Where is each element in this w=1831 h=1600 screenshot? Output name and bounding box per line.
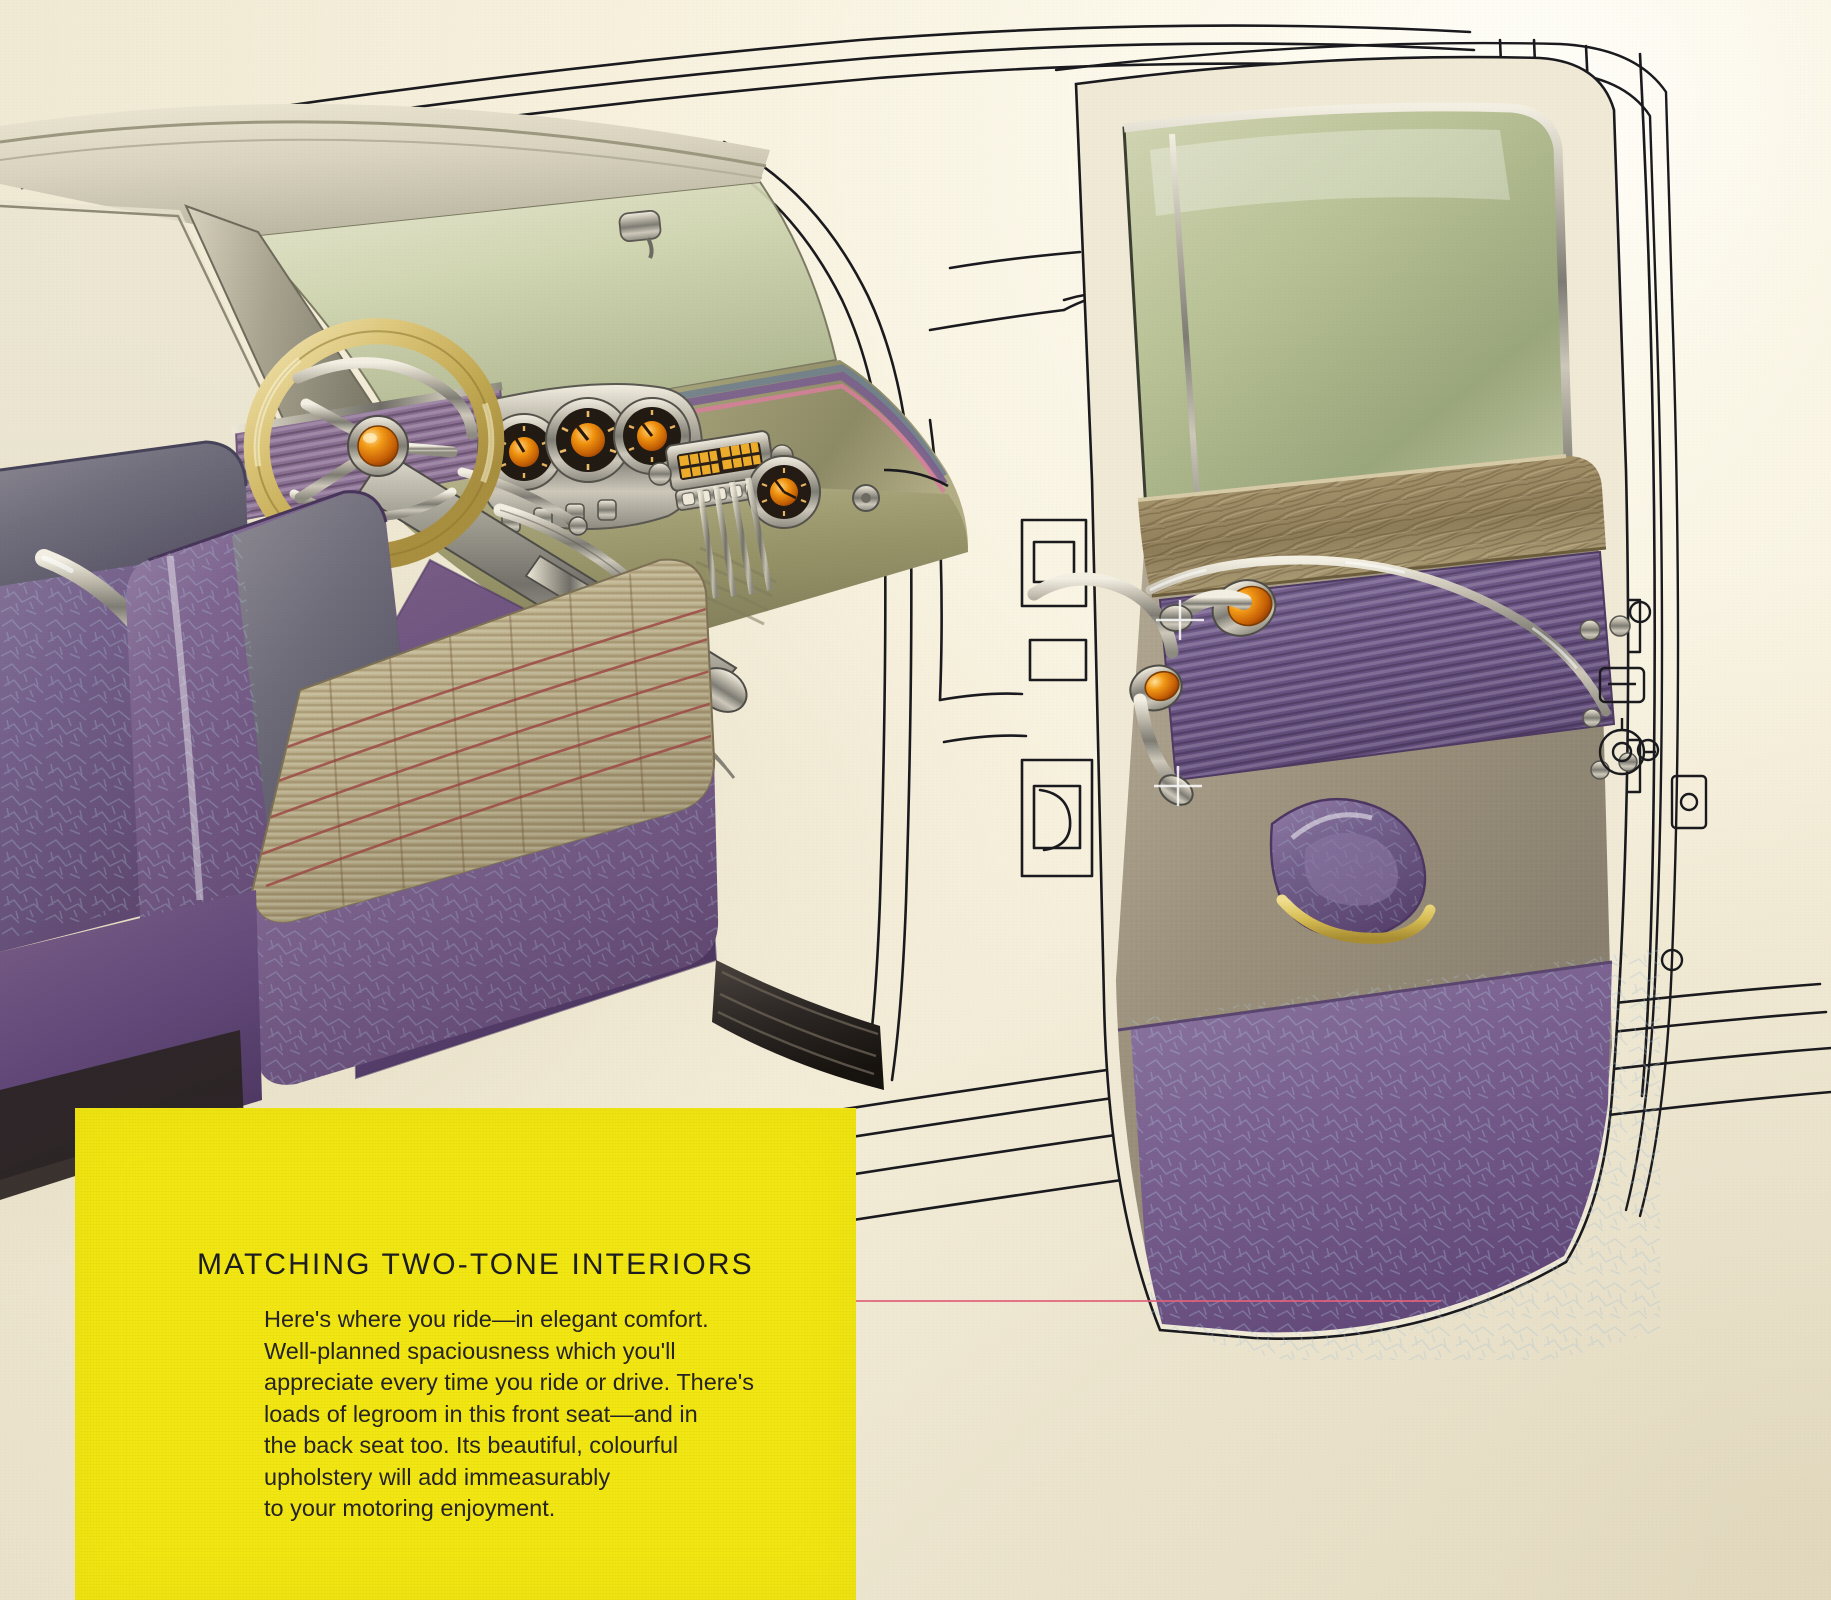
horn-button <box>357 425 399 467</box>
quarter-window <box>0 200 292 464</box>
door-lower-panel <box>1130 948 1660 1360</box>
door-trim-fasteners <box>1579 615 1638 780</box>
dash-welt-trim <box>399 364 947 478</box>
driver-door <box>1027 55 1708 1360</box>
caption-line: the back seat too. Its beautiful, colour… <box>264 1432 679 1458</box>
windshield <box>250 182 836 436</box>
door-armrest <box>1269 797 1436 944</box>
caption-line: appreciate every time you ride or drive.… <box>264 1369 754 1395</box>
caption-heading: MATCHING TWO-TONE INTERIORS <box>197 1248 754 1281</box>
door-sill <box>712 960 884 1090</box>
window-crank <box>1027 572 1277 659</box>
caption-body: Here's where you ride—in elegant comfort… <box>264 1304 754 1525</box>
a-pillar <box>186 206 392 456</box>
gauge-center <box>545 397 631 483</box>
caption-panel: MATCHING TWO-TONE INTERIORS Here's where… <box>75 1108 856 1600</box>
registration-rule <box>856 1300 1441 1302</box>
dash-grille <box>697 477 773 599</box>
glove-box-knob <box>852 484 880 512</box>
caption-line: Well-planned spaciousness which you'll <box>264 1337 676 1364</box>
dashboard-clock <box>747 455 821 529</box>
door-hinge <box>1670 774 1708 830</box>
rear-view-mirror <box>618 209 662 259</box>
caption-line: loads of legroom in this front seat—and … <box>264 1400 698 1427</box>
door-release-handle <box>1129 664 1202 806</box>
caption-line: Here's where you ride—in elegant comfort… <box>264 1306 709 1332</box>
caption-line: to your motoring enjoyment. <box>264 1495 556 1521</box>
door-vent-window <box>1169 133 1203 541</box>
caption-line: upholstery will add immeasurably <box>264 1463 611 1490</box>
door-latch <box>1598 666 1656 776</box>
radio <box>648 430 794 511</box>
